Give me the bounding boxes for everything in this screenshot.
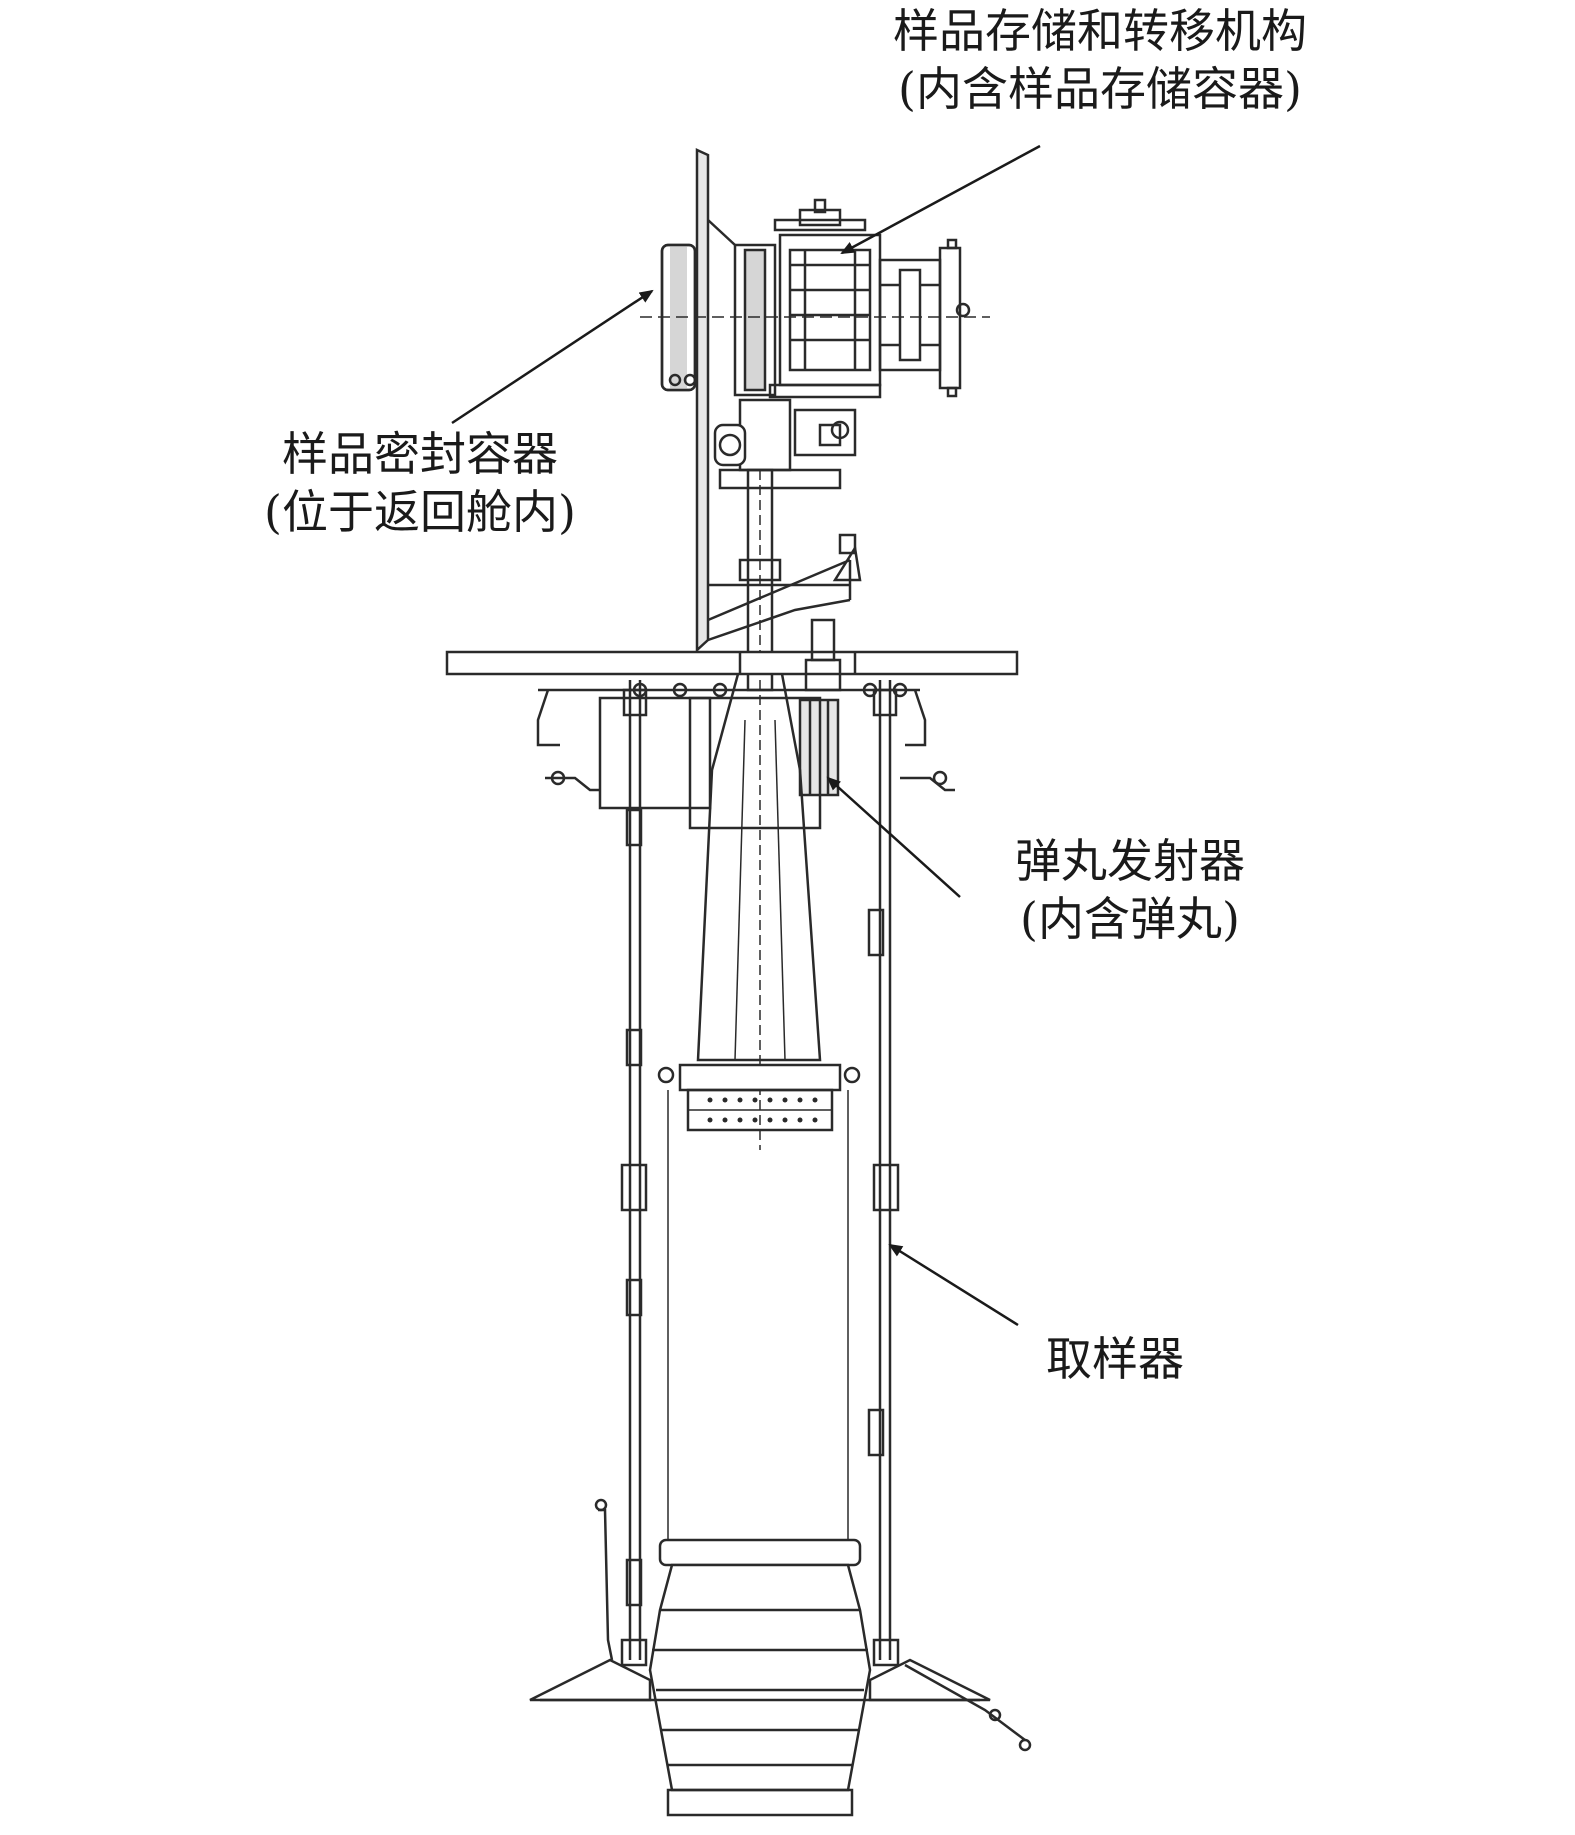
leader-sealed [451,289,654,425]
label-pellet-launcher: 弹丸发射器 (内含弹丸) [960,832,1300,948]
mounting-deck [445,650,1019,676]
landing-flange [529,1498,1032,1752]
label-sealed-line2: (位于返回舱内) [264,485,576,539]
label-storage-transfer-mechanism: 样品存储和转移机构 (内含样品存储容器) [820,2,1380,118]
bottom-collector [648,1538,872,1817]
label-storage-line1: 样品存储和转移机构 [893,4,1307,58]
leader-pellet [826,776,961,898]
label-sampler: 取样器 [1015,1330,1215,1388]
motor-assembly [713,398,857,490]
label-pellet-line1: 弹丸发射器 [1015,834,1245,888]
sampling-horn [657,673,861,1132]
leader-sampler [888,1243,1019,1327]
leader-storage [840,144,1041,255]
sampler-tube [620,680,900,1667]
storage-transfer-mechanism [640,198,990,399]
label-sampler-line1: 取样器 [1046,1332,1184,1386]
label-storage-line2: (内含样品存储容器) [898,62,1302,116]
small-bracket [832,533,862,582]
label-pellet-line2: (内含弹丸) [1020,892,1240,946]
central-drive-shaft [738,468,782,1150]
label-sealed-line1: 样品密封容器 [282,427,558,481]
label-sealed-container: 样品密封容器 (位于返回舱内) [220,425,620,541]
vertical-mounting-plate [695,148,852,653]
upper-housing [536,682,955,830]
